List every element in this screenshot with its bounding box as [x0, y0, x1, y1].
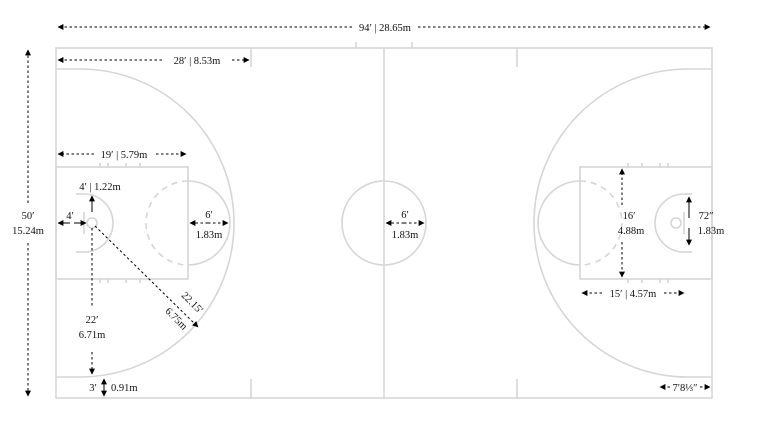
- label-width-m: 15.24m: [12, 226, 44, 237]
- label-ft-circle-m: 1.83m: [196, 230, 223, 241]
- label-backboard-width-ft: 72″: [699, 211, 714, 222]
- left-free-throw-circle-solid: [187, 180, 231, 266]
- label-three-pt-radius-ft: 22.15′: [179, 290, 205, 316]
- label-lane-width-ft: 16′: [623, 211, 636, 222]
- right-lane-hashes: [627, 163, 669, 283]
- label-corner-gap-m: 0.91m: [111, 383, 138, 394]
- label-center-circle-m: 1.83m: [392, 230, 419, 241]
- label-corner-gap-ft: 3′: [89, 383, 97, 394]
- label-restricted-arc: 7′8⅓″: [672, 383, 697, 394]
- label-center-circle-ft: 6′: [401, 210, 409, 221]
- left-key: [55, 166, 189, 280]
- left-three-point-arc: [56, 68, 235, 378]
- dim-three-point-radius-arrow: [94, 225, 199, 328]
- center-circle: [341, 180, 427, 266]
- label-28ft: 28′ | 8.53m: [174, 56, 221, 67]
- label-three-pt-radius-m: 6.75m: [162, 306, 189, 333]
- right-three-point-arc: [533, 68, 712, 378]
- left-free-throw-circle-dashed: [145, 180, 189, 266]
- label-corner-three-ft: 22′: [86, 315, 99, 326]
- label-4ft-offset: 4′: [66, 211, 74, 222]
- label-ft-circle-ft: 6′: [205, 210, 213, 221]
- left-lane-hashes: [99, 163, 141, 283]
- dimension-labels: 94′ | 28.65m 28′ | 8.53m 50′ 15.24m 19′ …: [12, 23, 724, 394]
- right-restricted-arc: [654, 193, 685, 253]
- label-4ft-backboard: 4′ | 1.22m: [79, 182, 120, 193]
- right-key: [579, 166, 713, 280]
- right-free-throw-circle-dashed: [579, 180, 623, 266]
- label-lane-length: 15′ | 4.57m: [610, 289, 657, 300]
- label-19ft: 19′ | 5.79m: [101, 150, 148, 161]
- label-corner-three-m: 6.71m: [79, 330, 106, 341]
- label-width-ft: 50′: [22, 211, 35, 222]
- right-basket: [670, 217, 682, 229]
- right-free-throw-circle-solid: [537, 180, 581, 266]
- label-backboard-width-m: 1.83m: [698, 226, 725, 237]
- court-lines: [55, 42, 713, 399]
- label-total-length: 94′ | 28.65m: [359, 23, 411, 34]
- label-lane-width-m: 4.88m: [618, 226, 645, 237]
- dimension-arrows: [25, 24, 711, 397]
- left-restricted-arc: [83, 193, 114, 253]
